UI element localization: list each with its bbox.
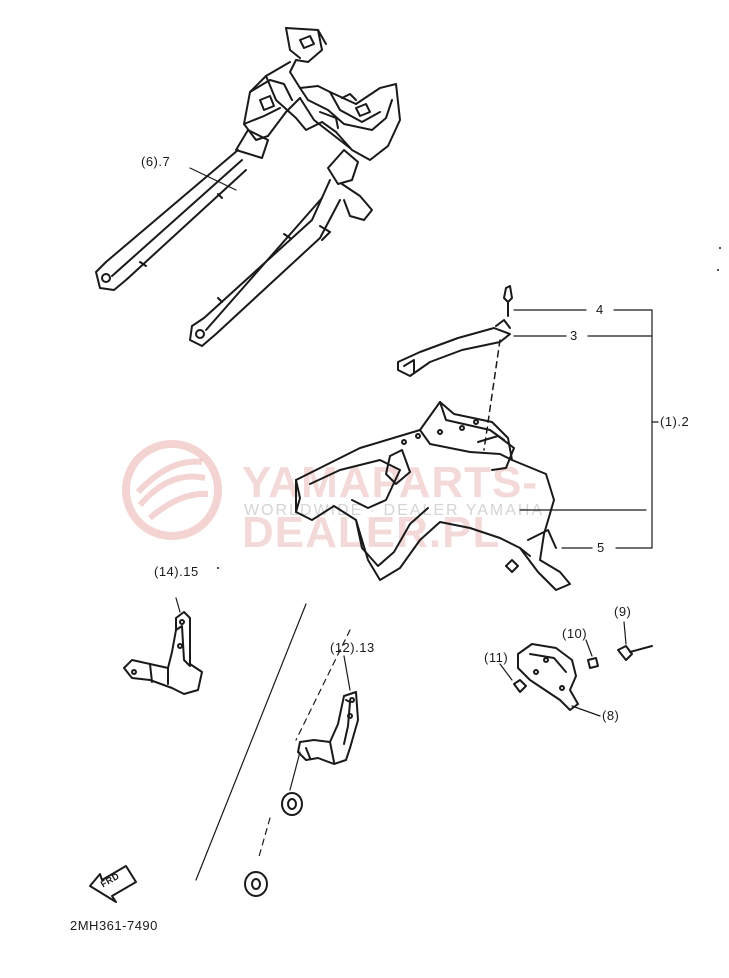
diagram-code: 2MH361-7490 [70,918,158,933]
callout-leaders [189,167,659,549]
bolt-9 [617,645,653,661]
callout-8: (8) [602,708,620,723]
callout-6-7: (6).7 [141,154,171,169]
callout-5: 5 [597,540,605,555]
leader-dashed-2 [257,629,351,861]
forward-arrow-icon [89,865,137,903]
grommet-upper [281,792,303,816]
callout-1-2: (1).2 [660,414,690,429]
grommet-lower [244,871,268,897]
grab-strap [397,285,513,377]
bracket-8 [499,621,653,717]
callout-12-13: (12).13 [330,640,375,655]
stay-arm-right [189,179,373,347]
callout-10: (10) [562,626,588,641]
callout-3: 3 [570,328,578,343]
rear-fender [295,401,571,591]
watermark-text: YAMAPARTS-DEALER.PL [242,458,539,557]
stay-arm-left [95,149,247,291]
bracket-14 [123,597,203,695]
nut-11 [513,679,527,693]
bracket-12 [297,655,359,765]
frame-bracket-upper [235,27,401,185]
fender-rivet [505,559,519,573]
callout-11: (11) [484,650,509,665]
callout-14-15: (14).15 [154,564,199,579]
callout-9: (9) [614,604,632,619]
callout-4: 4 [596,302,604,317]
washer-10 [587,657,599,669]
leader-dashed-1 [483,339,501,451]
frame-reference-line [195,603,307,881]
